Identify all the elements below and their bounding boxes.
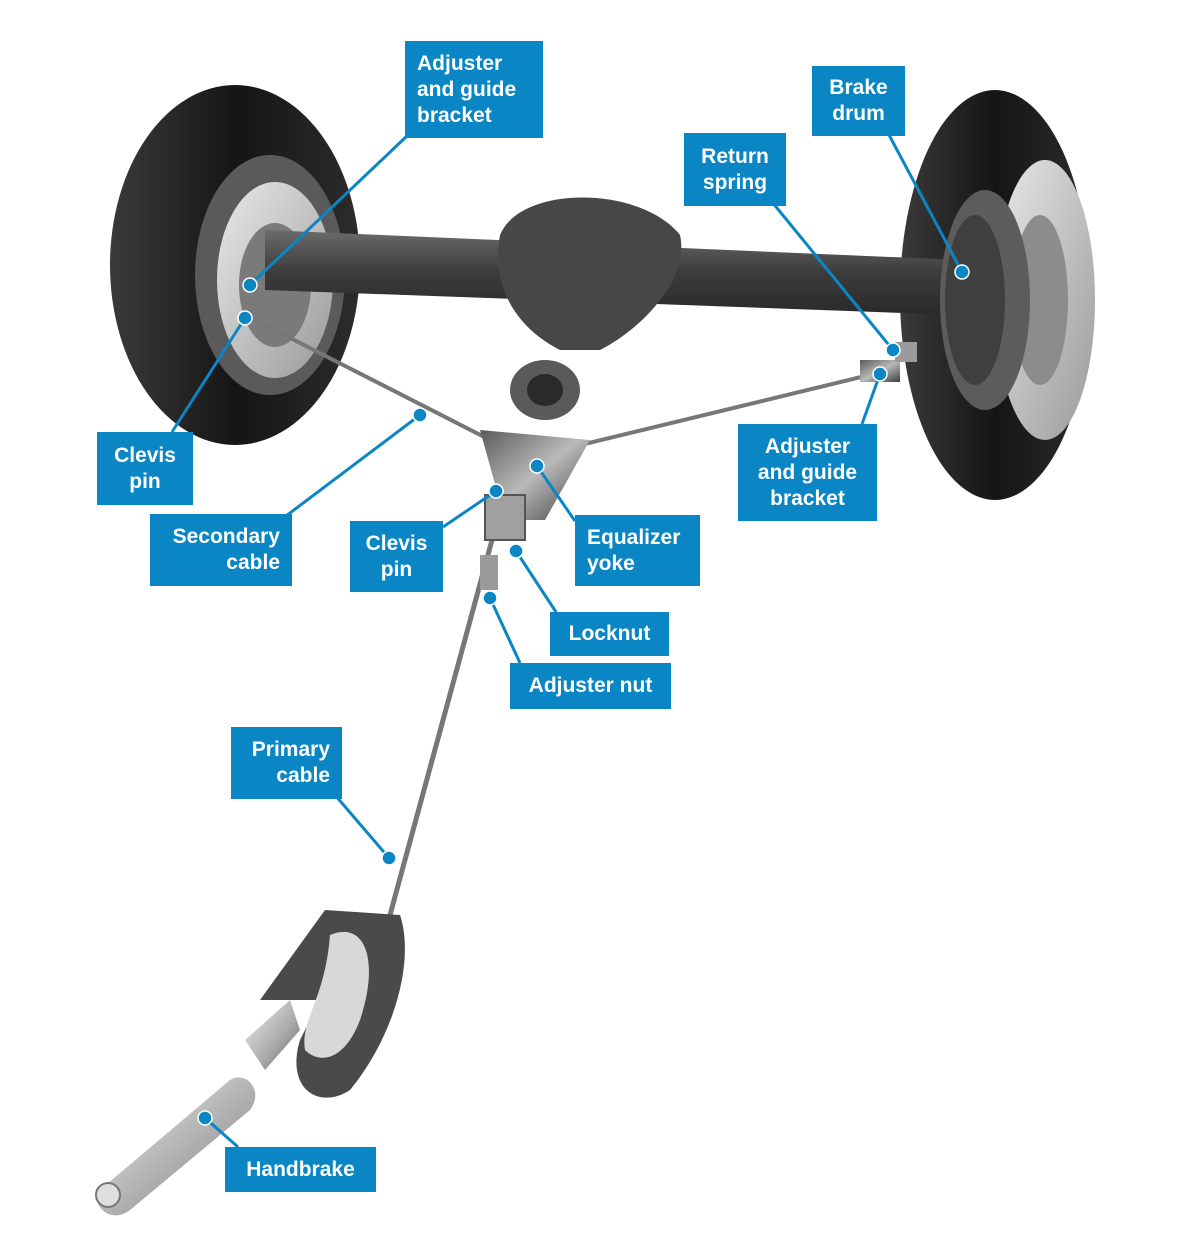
label-equalizer-yoke: Equalizer yoke bbox=[575, 515, 700, 586]
point-adjuster-left bbox=[242, 277, 258, 293]
point-clevis-center bbox=[488, 483, 504, 499]
label-return-spring: Return spring bbox=[684, 133, 786, 206]
handbrake-lever bbox=[95, 910, 405, 1216]
point-brake-drum bbox=[954, 264, 970, 280]
callout-points bbox=[197, 264, 970, 1126]
point-locknut bbox=[508, 543, 524, 559]
equalizer-yoke-assembly bbox=[480, 430, 590, 590]
label-brake-drum: Brake drum bbox=[812, 66, 905, 136]
label-clevis-pin-left: Clevis pin bbox=[97, 432, 193, 505]
label-handbrake: Handbrake bbox=[225, 1147, 376, 1192]
rear-axle-housing bbox=[265, 197, 960, 420]
point-secondary-cable bbox=[412, 407, 428, 423]
label-adjuster-guide-bracket-left: Adjuster and guide bracket bbox=[405, 41, 543, 138]
point-return-spring bbox=[885, 342, 901, 358]
point-handbrake bbox=[197, 1110, 213, 1126]
leader-lines bbox=[170, 132, 964, 1149]
point-clevis-left bbox=[237, 310, 253, 326]
label-adjuster-guide-bracket-right: Adjuster and guide bracket bbox=[738, 424, 877, 521]
brake-drum bbox=[940, 190, 1030, 410]
label-primary-cable: Primary cable bbox=[231, 727, 342, 799]
point-adjuster-right bbox=[872, 366, 888, 382]
point-adjuster-nut bbox=[482, 590, 498, 606]
label-locknut: Locknut bbox=[550, 612, 669, 656]
label-adjuster-nut: Adjuster nut bbox=[510, 663, 671, 709]
point-primary-cable bbox=[381, 850, 397, 866]
label-secondary-cable: Secondary cable bbox=[150, 514, 292, 586]
label-clevis-pin-center: Clevis pin bbox=[350, 521, 443, 592]
point-equalizer-yoke bbox=[529, 458, 545, 474]
